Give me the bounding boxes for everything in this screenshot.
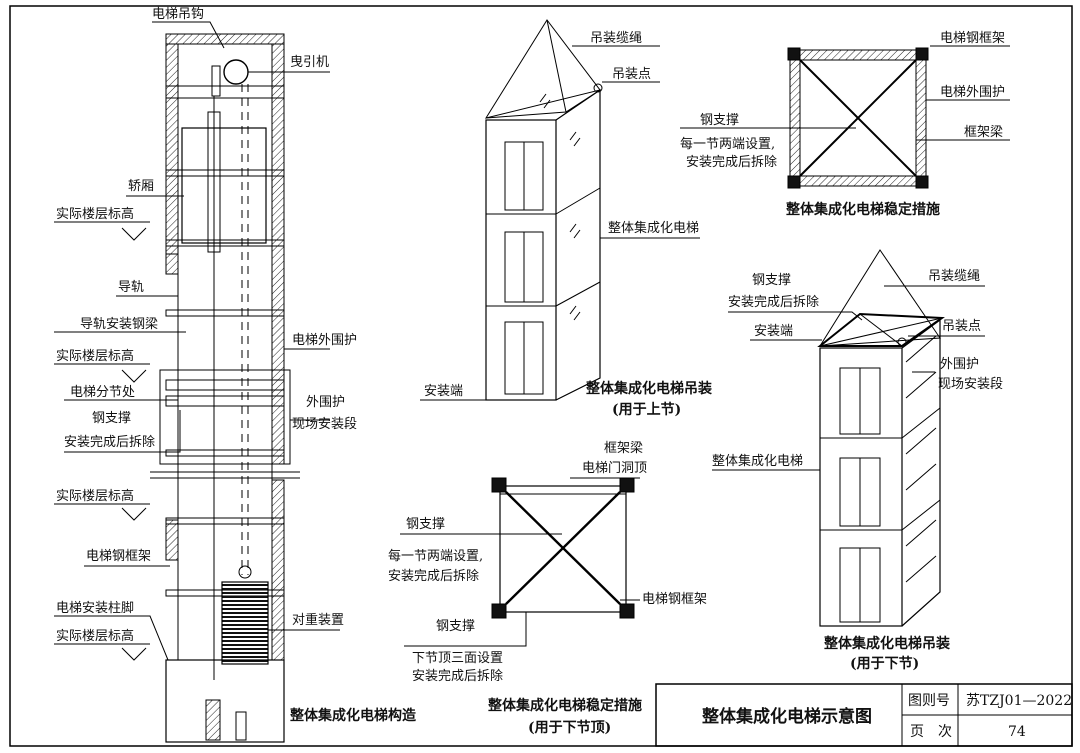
caption-upper-hoist-1: 整体集成化电梯吊装	[585, 380, 713, 397]
caption-upper-hoist-2: (用于上节)	[612, 401, 681, 418]
lower-hoist-drawing	[712, 249, 985, 627]
label-car: 轿厢	[128, 179, 154, 194]
label-upper-elevator: 整体集成化电梯	[608, 220, 699, 236]
traction-machine	[223, 59, 249, 85]
caption-bottom-stability-2: (用于下节顶)	[528, 719, 611, 736]
shaft-pit	[165, 659, 285, 743]
label-top-brace-note-2: 安装完成后拆除	[686, 155, 777, 170]
label-bottom-brace-note-2: 安装完成后拆除	[388, 569, 479, 584]
shaft-left-wall-bottom	[165, 519, 179, 561]
label-top-steel-frame: 电梯钢框架	[940, 31, 1005, 46]
label-bottom-brace-2-note-2: 安装完成后拆除	[412, 669, 503, 684]
label-lower-brace-note: 安装完成后拆除	[728, 295, 819, 310]
caption-lower-hoist-1: 整体集成化电梯吊装	[823, 635, 951, 652]
upper-lift-point	[593, 83, 603, 93]
upper-hoist-drawing	[420, 19, 700, 401]
label-steel-brace-note: 安装完成后拆除	[64, 435, 155, 450]
label-lower-enclosure-note: 现场安装段	[938, 377, 1003, 392]
bottom-stability-drawing	[400, 477, 640, 647]
label-upper-cable: 吊装缆绳	[590, 30, 642, 46]
caption-lower-hoist-2: (用于下节)	[850, 655, 919, 672]
shaft-right-wall	[271, 43, 285, 465]
label-lower-elevator: 整体集成化电梯	[712, 453, 803, 469]
label-steel-brace: 钢支撑	[92, 411, 131, 426]
shaft-left-wall-lower	[165, 253, 179, 275]
label-lower-install-end: 安装端	[754, 324, 793, 339]
label-hook: 电梯吊钩	[152, 7, 204, 22]
label-bottom-frame-beam: 框架梁	[604, 441, 643, 456]
title-block-page-value: 74	[1008, 724, 1026, 740]
label-lower-enclosure: 外围护	[940, 357, 979, 372]
label-steel-frame: 电梯钢框架	[86, 549, 151, 564]
label-upper-lift-point: 吊装点	[612, 67, 651, 82]
label-floor-level-4: 实际楼层标高	[56, 628, 134, 644]
label-lower-lift-point: 吊装点	[942, 319, 981, 334]
label-outer-enclosure-note: 现场安装段	[292, 417, 357, 432]
label-section-joint: 电梯分节处	[70, 385, 135, 400]
caption-top-stability: 整体集成化电梯稳定措施	[785, 201, 940, 218]
label-outer-enclosure: 外围护	[306, 395, 345, 410]
label-top-enclosure: 电梯外围护	[940, 85, 1005, 100]
label-foot: 电梯安装柱脚	[56, 600, 134, 616]
label-guide-rail: 导轨	[118, 280, 144, 295]
label-top-brace: 钢支撑	[700, 113, 739, 128]
top-stability-drawing	[680, 45, 1010, 189]
label-traction-machine: 曳引机	[290, 55, 329, 70]
label-guide-rail-beam: 导轨安装钢梁	[80, 317, 158, 332]
label-top-frame-beam: 框架梁	[964, 125, 1003, 140]
label-enclosure: 电梯外围护	[292, 333, 357, 348]
title-block-atlas-label: 图则号	[908, 693, 950, 709]
label-bottom-brace-2: 钢支撑	[436, 619, 475, 634]
label-lower-brace: 钢支撑	[752, 273, 791, 288]
label-counterweight: 对重装置	[292, 612, 344, 628]
shaft-right-wall-bottom	[271, 479, 285, 661]
sheet-border	[9, 5, 1073, 747]
label-bottom-door-top: 电梯门洞顶	[582, 461, 647, 476]
label-top-brace-note-1: 每一节两端设置,	[680, 136, 775, 152]
title-block-atlas-value: 苏TZJ01—2022	[966, 693, 1072, 709]
label-floor-level-1: 实际楼层标高	[56, 206, 134, 222]
label-bottom-steel-frame: 电梯钢框架	[642, 592, 707, 607]
caption-bottom-stability-1: 整体集成化电梯稳定措施	[487, 697, 642, 714]
label-upper-install-end: 安装端	[424, 384, 463, 399]
title-block	[655, 683, 1073, 747]
title-block-page-label: 页 次	[910, 724, 952, 740]
lower-lift-point	[897, 337, 907, 347]
label-bottom-brace-note-1: 每一节两端设置,	[388, 548, 483, 564]
title-block-title: 整体集成化电梯示意图	[702, 706, 872, 727]
elevator-section-drawing	[54, 21, 340, 743]
label-lower-cable: 吊装缆绳	[928, 268, 980, 284]
shaft-left-wall	[165, 43, 179, 255]
label-bottom-brace: 钢支撑	[406, 517, 445, 532]
label-floor-level-2: 实际楼层标高	[56, 348, 134, 364]
counterweight	[221, 581, 269, 665]
label-bottom-brace-2-note-1: 下节顶三面设置	[412, 651, 503, 666]
elevator-car	[181, 127, 267, 244]
label-floor-level-3: 实际楼层标高	[56, 488, 134, 504]
caption-elevator-section: 整体集成化电梯构造	[289, 707, 416, 724]
shaft-top-slab	[165, 33, 285, 45]
